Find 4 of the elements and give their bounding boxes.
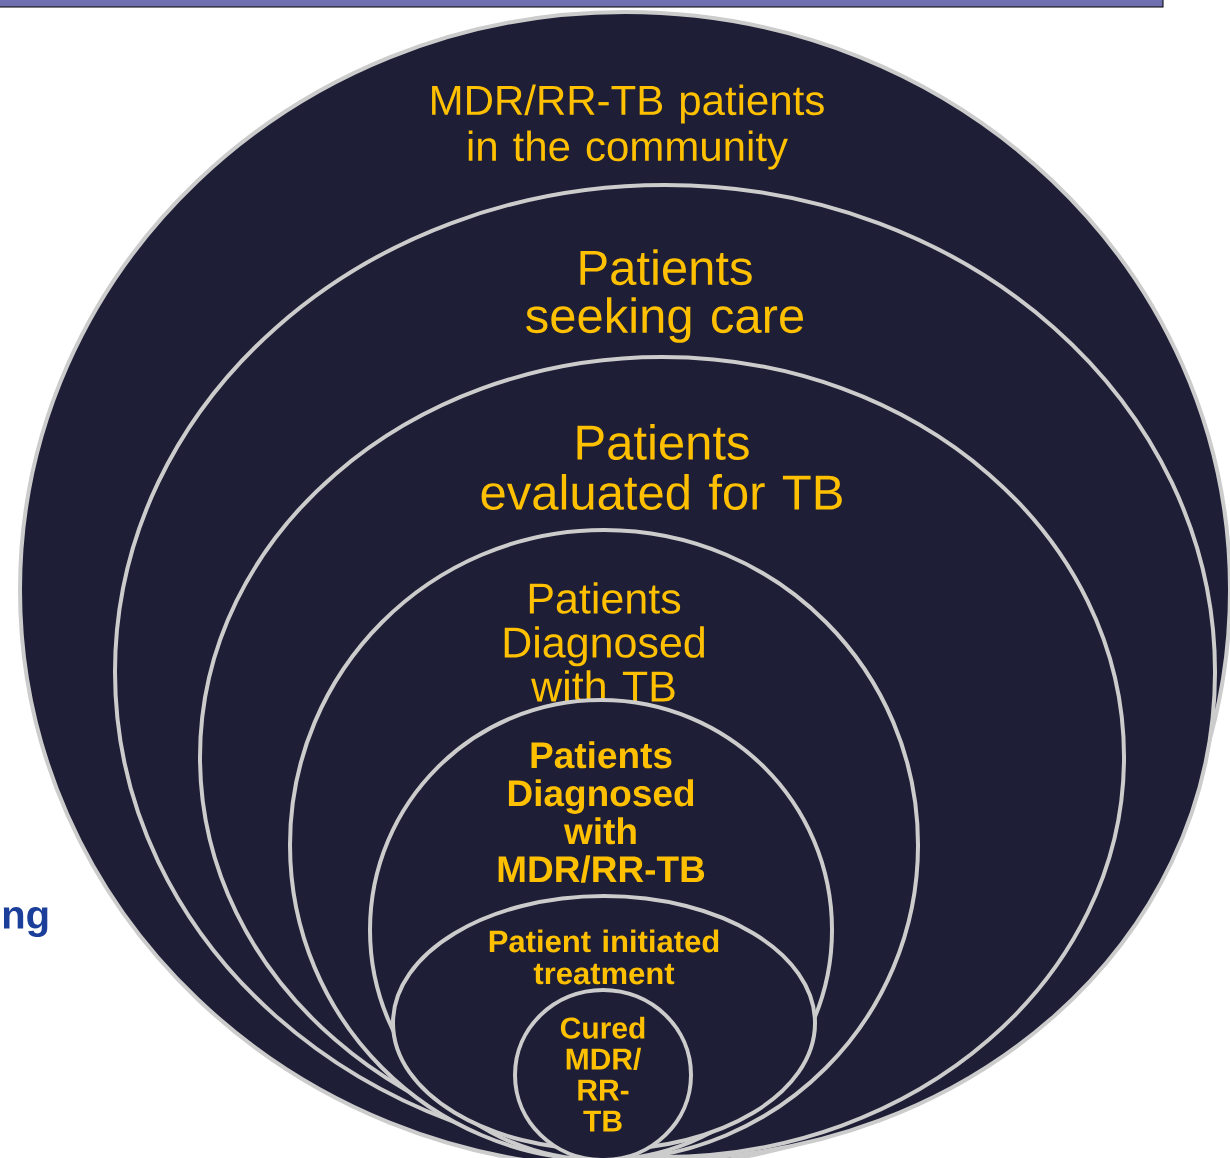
node-label: Patient initiated treatment xyxy=(489,929,719,985)
node-label: Patients seeking care xyxy=(526,249,804,343)
node-label: Cured MDR/RR-TB xyxy=(560,1016,645,1132)
node-label: Patients Diagnosed with MDR/RR-TB xyxy=(498,741,705,883)
